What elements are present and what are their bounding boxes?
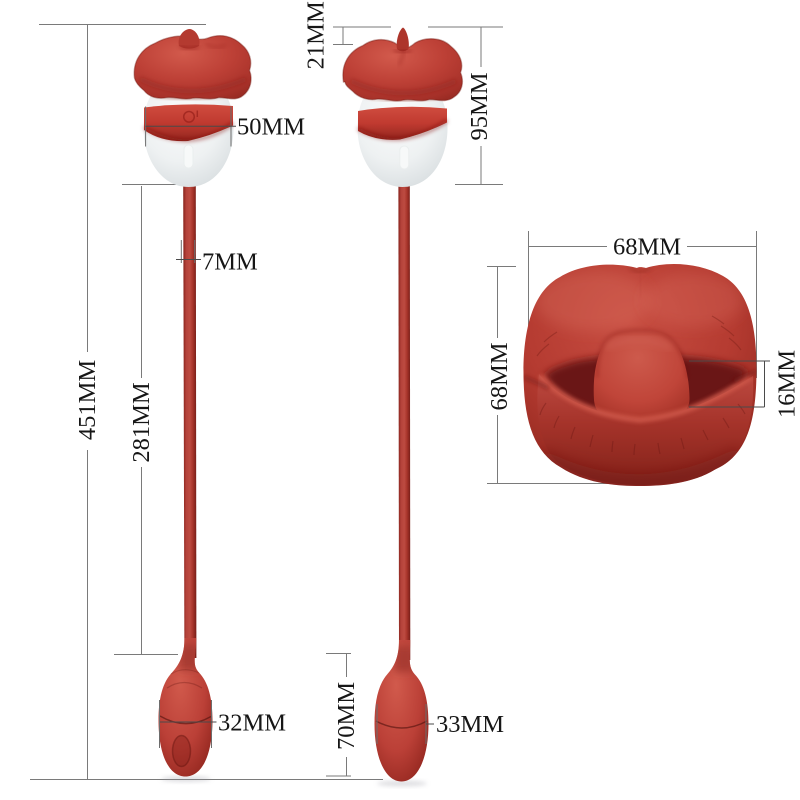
svg-text:451MM: 451MM — [74, 360, 101, 441]
svg-text:68MM: 68MM — [486, 342, 513, 410]
svg-text:21MM: 21MM — [303, 1, 330, 69]
svg-text:16MM: 16MM — [774, 350, 800, 418]
svg-text:68MM: 68MM — [613, 234, 681, 261]
svg-text:70MM: 70MM — [333, 682, 360, 750]
svg-text:7MM: 7MM — [202, 249, 258, 276]
svg-text:50MM: 50MM — [237, 114, 305, 141]
svg-text:281MM: 281MM — [128, 382, 155, 463]
svg-text:95MM: 95MM — [466, 72, 493, 140]
svg-text:33MM: 33MM — [436, 711, 504, 738]
svg-text:32MM: 32MM — [218, 710, 286, 737]
